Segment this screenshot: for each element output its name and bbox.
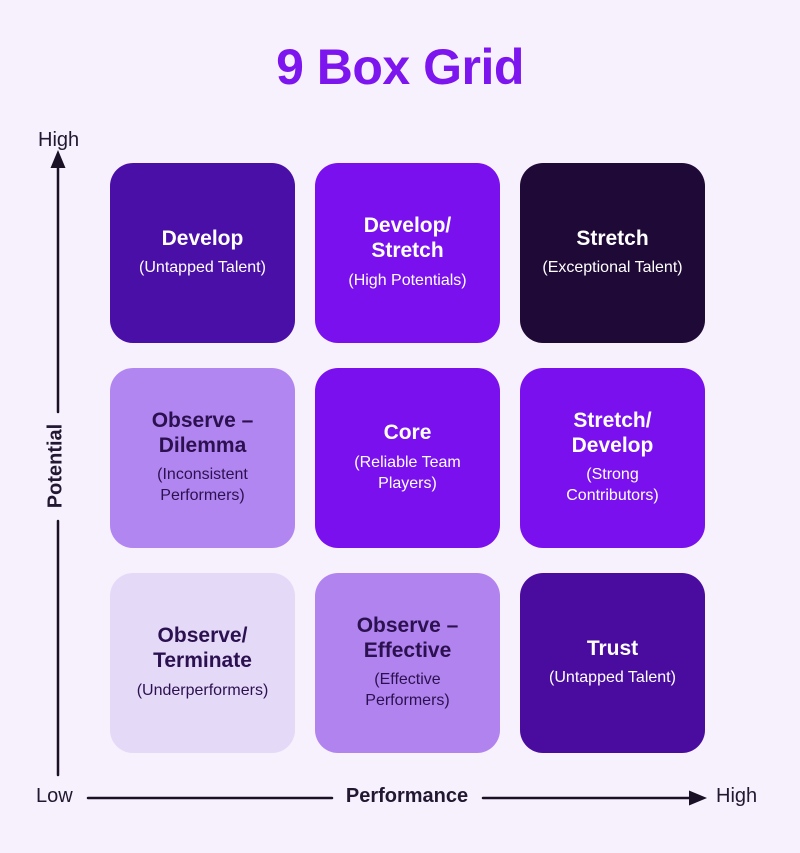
nine-box-grid: Develop (Untapped Talent) Develop/ Stret… — [110, 163, 705, 753]
y-axis-high-label: High — [38, 129, 80, 151]
grid-box-develop: Develop (Untapped Talent) — [110, 163, 295, 343]
x-axis-arrowhead — [689, 790, 707, 806]
grid-box-observe-dilemma: Observe – Dilemma (Inconsistent Performe… — [110, 368, 295, 548]
grid-box-stretch-develop: Stretch/ Develop (Strong Contributors) — [520, 368, 705, 548]
x-axis-low-label: Low — [36, 785, 73, 807]
box-title: Stretch/ Develop — [571, 408, 654, 457]
box-title: Trust — [586, 636, 639, 660]
grid-box-observe-terminate: Observe/ Terminate (Underperformers) — [110, 573, 295, 753]
x-axis-high-label: High — [716, 785, 758, 807]
box-title: Develop — [161, 226, 244, 250]
box-subtitle: (Untapped Talent) — [549, 669, 676, 687]
grid-box-core: Core (Reliable Team Players) — [315, 368, 500, 548]
box-subtitle: (High Potentials) — [348, 271, 467, 289]
box-title: Observe/ Terminate — [153, 624, 252, 673]
box-subtitle: (Untapped Talent) — [139, 259, 266, 277]
box-subtitle: (Strong Contributors) — [566, 466, 659, 505]
y-axis-title: Potential — [44, 423, 67, 509]
grid-box-observe-effective: Observe – Effective (Effective Performer… — [315, 573, 500, 753]
grid-box-trust: Trust (Untapped Talent) — [520, 573, 705, 753]
grid-box-stretch: Stretch (Exceptional Talent) — [520, 163, 705, 343]
y-axis-arrowhead — [50, 150, 66, 168]
box-title: Observe – Dilemma — [151, 408, 254, 457]
box-title: Observe – Effective — [356, 613, 459, 662]
x-axis-title: Performance — [345, 785, 469, 807]
box-subtitle: (Inconsistent Performers) — [157, 466, 248, 505]
box-subtitle: (Reliable Team Players) — [354, 454, 461, 492]
box-title: Stretch — [576, 226, 649, 250]
box-subtitle: (Underperformers) — [136, 681, 269, 699]
grid-box-develop-stretch: Develop/ Stretch (High Potentials) — [315, 163, 500, 343]
box-subtitle: (Exceptional Talent) — [542, 259, 683, 277]
box-title: Core — [383, 421, 432, 445]
box-title: Develop/ Stretch — [363, 214, 452, 263]
page-title: 9 Box Grid — [276, 39, 524, 95]
box-subtitle: (Effective Performers) — [365, 671, 450, 710]
